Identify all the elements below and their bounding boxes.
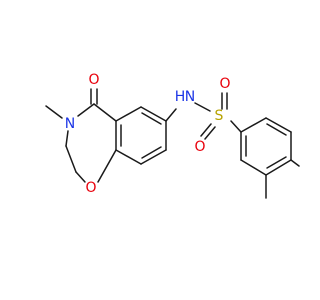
molecule-canvas: O N O H N S O O bbox=[45, 72, 300, 199]
bond bbox=[165, 108, 177, 122]
bond bbox=[194, 102, 211, 112]
bond bbox=[265, 159, 292, 176]
amide-hydrogen-label: H bbox=[175, 89, 186, 105]
bond bbox=[65, 145, 77, 173]
structure-drawing: O N O H N S O O bbox=[45, 72, 300, 199]
bond bbox=[230, 120, 242, 133]
fused-benzene-ring bbox=[115, 106, 167, 165]
ring-nitrogen-label: N bbox=[65, 116, 75, 132]
sulfonyl-oxygen-bottom-label: O bbox=[194, 139, 205, 155]
sulfonyl-oxygen-top-label: O bbox=[219, 76, 230, 92]
double-bond-inner bbox=[141, 146, 162, 159]
ether-oxygen-label: O bbox=[85, 180, 96, 196]
bond bbox=[140, 106, 167, 122]
bond bbox=[75, 171, 86, 183]
sulfonamide-linker bbox=[165, 92, 242, 140]
para-methyl-bond bbox=[290, 159, 300, 167]
bond bbox=[93, 103, 117, 122]
bond bbox=[77, 103, 95, 117]
amide-nitrogen-label: N bbox=[185, 89, 195, 105]
bond bbox=[200, 123, 212, 137]
bond bbox=[240, 159, 267, 176]
bond bbox=[115, 149, 142, 165]
bond bbox=[240, 117, 267, 133]
bond bbox=[97, 149, 117, 183]
double-bond-inner bbox=[141, 112, 162, 125]
double-bond-inner bbox=[266, 123, 287, 136]
carbonyl-oxygen-label: O bbox=[88, 72, 99, 88]
double-bond-inner bbox=[266, 156, 287, 169]
bond bbox=[65, 130, 69, 147]
bond bbox=[265, 117, 292, 133]
bond bbox=[204, 126, 216, 140]
n-methyl-bond bbox=[45, 105, 63, 119]
bond bbox=[140, 149, 167, 165]
carbonyl-group bbox=[90, 88, 98, 105]
bond bbox=[115, 106, 142, 122]
oxazepine-ring bbox=[65, 103, 117, 183]
sulfur-label: S bbox=[215, 108, 224, 124]
dimethylphenyl-ring bbox=[240, 117, 292, 176]
